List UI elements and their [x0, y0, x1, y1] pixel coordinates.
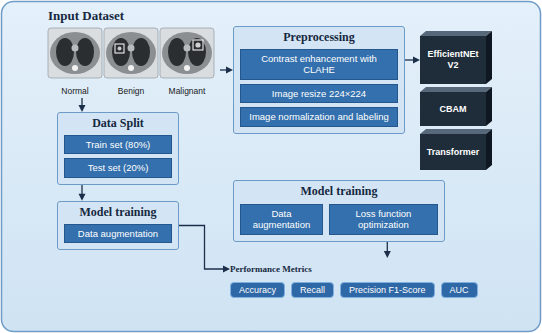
process-box: Contrast enhancement with CLAHE: [240, 49, 398, 80]
connector: [79, 98, 86, 112]
node-label: Data augmentation: [69, 228, 167, 239]
process-box: Train set (80%): [64, 135, 172, 154]
node-contents: Train set (80%) Test set (20%): [64, 135, 172, 178]
arrow-head: [79, 105, 86, 112]
node-contents: Data augmentation Loss function optimizat…: [240, 200, 438, 235]
ct-scan-normal: [48, 28, 102, 78]
metric-pill: AUC: [441, 282, 478, 298]
node-label: CBAM: [440, 104, 467, 115]
node-label: Train set (80%): [69, 139, 167, 150]
node-label: Image resize 224×224: [245, 88, 393, 99]
node-label: EfficientNEt V2: [422, 49, 484, 71]
connector: [179, 225, 230, 272]
process-panel: Model trainingData augmentation: [57, 201, 179, 250]
node-label: Malignant: [160, 86, 214, 96]
arrow-head: [384, 251, 391, 258]
arrow-head: [226, 67, 233, 74]
process-box: Loss function optimization: [329, 204, 438, 235]
connector: [384, 242, 391, 258]
image-sample: Benign: [104, 28, 158, 96]
node-label: Precision F1-Score: [349, 285, 426, 295]
node-label: Normal: [48, 86, 102, 96]
connector: [405, 57, 420, 64]
node-label: AUC: [450, 285, 469, 295]
metric-pill: Accuracy: [230, 282, 285, 298]
image-sample: Normal: [48, 28, 102, 96]
node-label: Test set (20%): [69, 162, 167, 173]
block-3d-faces: [420, 31, 492, 170]
connector: [220, 67, 233, 74]
node-label: Image normalization and labeling: [245, 111, 393, 122]
node-label: Transformer: [427, 147, 480, 158]
node-label: Accuracy: [239, 285, 276, 295]
connector: [79, 185, 86, 201]
metrics-group: Performance MetricsAccuracy Recall Precisi…: [230, 258, 520, 298]
arrow-head: [79, 194, 86, 201]
connector-line: [179, 225, 225, 269]
process-box: Image resize 224×224: [240, 84, 398, 103]
image-sample: Malignant: [160, 28, 214, 96]
process-box: Data augmentation: [240, 204, 323, 235]
node-heading: Model training: [64, 205, 172, 220]
node-contents: Accuracy Recall Precision F1-Score AUC: [230, 282, 520, 298]
metric-pill: Precision F1-Score: [340, 282, 435, 298]
process-panel: PreprocessingContrast enhancement with C…: [233, 26, 405, 134]
node-label: Benign: [104, 86, 158, 96]
node-contents: Contrast enhancement with CLAHE Image res…: [240, 49, 398, 127]
node-contents: Data augmentation: [64, 224, 172, 243]
node-heading: Data Split: [64, 116, 172, 131]
ct-scan-malignant: [160, 28, 214, 78]
node-heading: Performance Metrics: [230, 264, 312, 274]
node-heading: Preprocessing: [240, 30, 398, 45]
process-box: Test set (20%): [64, 158, 172, 177]
ct-scan-benign: [104, 28, 158, 78]
arrow-head: [413, 57, 420, 64]
process-box: Image normalization and labeling: [240, 107, 398, 126]
model-block: CBAM: [420, 92, 486, 126]
node-heading: Model training: [240, 184, 438, 199]
node-label: Data augmentation: [245, 208, 318, 231]
model-block: EfficientNEt V2: [420, 36, 486, 84]
dataset-region: Input DatasetNormalBenignMalignant: [40, 8, 220, 98]
arrow-head: [223, 266, 230, 273]
node-label: Loss function optimization: [334, 208, 433, 231]
metric-pill: Recall: [291, 282, 334, 298]
process-panel: Model trainingData augmentation Loss func…: [233, 180, 445, 242]
node-label: Recall: [300, 285, 325, 295]
node-label: Contrast enhancement with CLAHE: [245, 53, 393, 76]
process-box: Data augmentation: [64, 224, 172, 243]
node-heading: Input Dataset: [40, 8, 220, 24]
model-block: Transformer: [420, 134, 486, 170]
process-panel: Data SplitTrain set (80%) Test set (20%): [57, 112, 179, 185]
